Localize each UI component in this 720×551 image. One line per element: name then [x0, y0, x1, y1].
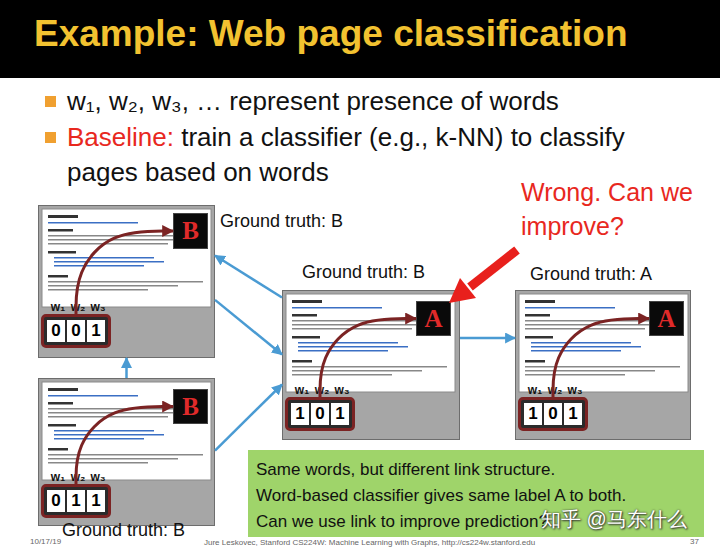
class-label: B	[182, 217, 199, 245]
word-bit: 0	[47, 490, 65, 512]
word-bit: 1	[291, 403, 309, 425]
word-bit: 1	[87, 490, 105, 512]
keyword: Baseline:	[67, 122, 174, 152]
word-names: w₁w₂w₃	[285, 383, 359, 397]
callout-arrow	[470, 250, 517, 287]
word-names: w₁w₂w₃	[41, 470, 115, 484]
feature-arrow	[553, 319, 649, 398]
class-label: B	[182, 393, 199, 421]
word-bit: 0	[47, 320, 65, 342]
word-names: w₁w₂w₃	[41, 300, 115, 314]
word-name: w₃	[88, 470, 108, 484]
title-band: Example: Web page classification	[0, 0, 720, 78]
footer-date: 10/17/19	[30, 537, 61, 546]
page-screenshot	[42, 209, 211, 307]
word-bit: 0	[544, 403, 562, 425]
feature-arrow	[320, 319, 416, 398]
class-label: A	[657, 305, 675, 333]
footer-credit: Jure Leskovec, Stanford CS224W: Machine …	[204, 538, 535, 547]
page-number: 37	[690, 537, 699, 546]
slide-title: Example: Web page classification	[34, 13, 628, 55]
link-arrow	[460, 337, 515, 340]
ground-truth-label: Ground truth: B	[62, 520, 185, 541]
bullet-text: w₁, w₂, w₃, … represent presence of word…	[67, 84, 697, 119]
link-arrow	[215, 255, 282, 297]
link-arrow	[215, 385, 282, 451]
link-arrow	[215, 300, 282, 355]
word-bit: 1	[331, 403, 349, 425]
word-name: w₁	[48, 470, 68, 484]
word-name: w₁	[292, 383, 312, 397]
callout-text: Wrong. Can we improve?	[521, 175, 713, 243]
page-screenshot	[42, 382, 211, 480]
vector-frame: 001	[41, 314, 111, 348]
word-bit: 1	[87, 320, 105, 342]
word-name: w₂	[312, 383, 332, 397]
class-label: A	[424, 305, 442, 333]
watermark: 知乎 @马东什么	[541, 506, 687, 533]
ground-truth-label: Ground truth: A	[530, 264, 652, 285]
vector-frame: 101	[518, 397, 588, 431]
word-name: w₃	[565, 383, 585, 397]
word-name: w₁	[48, 300, 68, 314]
word-bit: 0	[311, 403, 329, 425]
page-screenshot	[519, 294, 688, 392]
bullet-text: w₁, w₂, w₃, … represent presence of word…	[67, 86, 559, 116]
note-text: Word-based classifier gives same label A…	[256, 483, 696, 509]
word-name: w₂	[545, 383, 565, 397]
label-box: A	[416, 301, 451, 336]
vector-frame: 011	[41, 484, 111, 518]
word-bit: 0	[67, 320, 85, 342]
feature-arrow	[76, 407, 173, 485]
feature-arrow	[76, 231, 173, 314]
word-name: w₂	[68, 470, 88, 484]
word-vector: w₁w₂w₃011	[41, 470, 115, 520]
link-arrow	[125, 358, 128, 378]
ground-truth-label: Ground truth: B	[302, 262, 425, 283]
note-text: Same words, but different link structure…	[256, 457, 696, 483]
label-box: A	[649, 301, 684, 336]
bullet-square	[45, 96, 56, 107]
ground-truth-label: Ground truth: B	[220, 211, 343, 232]
bullet-square	[45, 132, 56, 143]
word-vector: w₁w₂w₃001	[41, 300, 115, 350]
label-box: B	[173, 389, 208, 424]
word-names: w₁w₂w₃	[518, 383, 592, 397]
word-vector: w₁w₂w₃101	[518, 383, 592, 433]
callout-arrowhead	[449, 278, 476, 303]
vector-frame: 101	[285, 397, 355, 431]
word-name: w₃	[332, 383, 352, 397]
page-screenshot	[286, 294, 455, 392]
word-bit: 1	[524, 403, 542, 425]
word-name: w₂	[68, 300, 88, 314]
word-vector: w₁w₂w₃101	[285, 383, 359, 433]
word-bit: 1	[564, 403, 582, 425]
label-box: B	[173, 213, 208, 249]
word-name: w₁	[525, 383, 545, 397]
word-name: w₃	[88, 300, 108, 314]
word-bit: 1	[67, 490, 85, 512]
